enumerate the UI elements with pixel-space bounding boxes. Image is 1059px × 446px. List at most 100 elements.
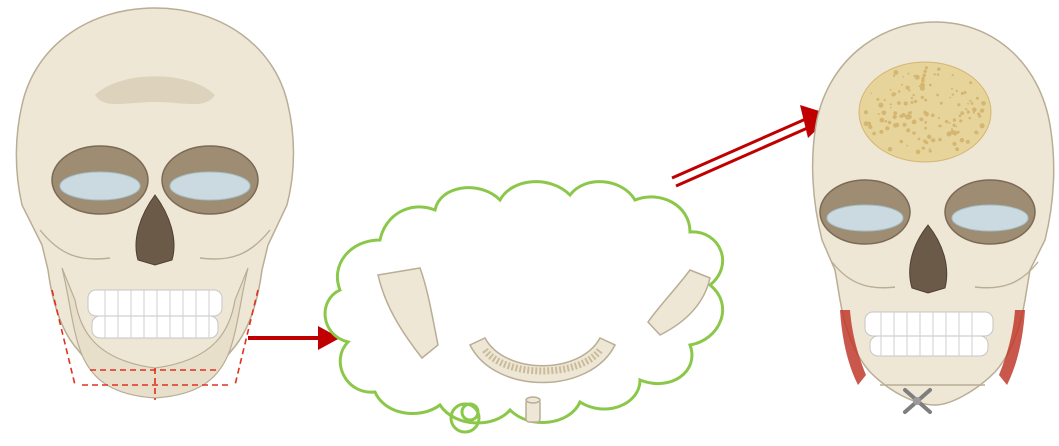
graft-texture-dot — [980, 123, 985, 128]
graft-texture-dot — [969, 81, 972, 84]
graft-texture-dot — [959, 119, 962, 122]
graft-texture-dot — [960, 111, 964, 115]
graft-texture-dot — [923, 111, 926, 114]
graft-texture-dot — [923, 140, 926, 143]
graft-texture-dot — [918, 138, 921, 141]
graft-texture-dot — [906, 145, 908, 147]
bone-graft-left-piece — [378, 268, 438, 358]
graft-texture-dot — [893, 115, 897, 119]
graft-texture-dot — [929, 84, 932, 87]
graft-texture-dot — [974, 109, 976, 111]
graft-texture-dot — [924, 99, 927, 102]
graft-texture-dot — [937, 73, 940, 76]
graft-texture-dot — [957, 103, 960, 106]
graft-texture-dot — [969, 100, 971, 102]
graft-texture-dot — [890, 89, 892, 91]
graft-texture-dot — [900, 140, 904, 144]
graft-texture-dot — [893, 123, 898, 128]
right-eye-lens-right — [952, 205, 1028, 231]
graft-texture-dot — [938, 117, 940, 119]
graft-texture-dot — [864, 110, 868, 114]
graft-texture-dot — [957, 131, 960, 134]
graft-texture-dot — [882, 111, 886, 115]
graft-texture-dot — [924, 127, 927, 130]
graft-texture-dot — [948, 122, 950, 124]
graft-texture-dot — [885, 126, 889, 130]
arrow-right-icon — [248, 326, 340, 350]
graft-texture-dot — [938, 125, 941, 128]
graft-texture-dot — [973, 112, 975, 114]
graft-texture-dot — [888, 147, 893, 152]
graft-texture-dot — [920, 83, 925, 88]
graft-texture-dot — [964, 91, 967, 94]
graft-texture-dot — [864, 121, 869, 126]
right-eye-lens-left — [827, 205, 903, 231]
graft-texture-dot — [952, 93, 954, 95]
graft-texture-dot — [878, 113, 880, 115]
graft-texture-dot — [913, 94, 915, 96]
graft-texture-dot — [919, 118, 921, 120]
graft-texture-dot — [908, 73, 910, 75]
bone-graft-right-piece — [648, 270, 710, 335]
graft-texture-dot — [956, 90, 958, 92]
graft-texture-dot — [903, 76, 905, 78]
graft-texture-dot — [967, 103, 969, 105]
graft-texture-dot — [899, 115, 902, 118]
graft-texture-dot — [951, 88, 953, 90]
graft-texture-dot — [897, 101, 901, 105]
graft-texture-dot — [951, 128, 953, 130]
graft-texture-dot — [953, 124, 956, 127]
graft-texture-dot — [912, 131, 915, 134]
graft-texture-dot — [893, 111, 897, 115]
graft-texture-dot — [878, 103, 883, 108]
graft-texture-dot — [968, 117, 971, 120]
graft-texture-dot — [908, 89, 910, 91]
graft-texture-dot — [911, 97, 913, 99]
graft-texture-dot — [872, 132, 876, 136]
graft-texture-dot — [959, 115, 962, 118]
graft-texture-dot — [916, 150, 921, 155]
graft-texture-dot — [914, 100, 917, 103]
graft-texture-dot — [955, 126, 957, 128]
graft-texture-dot — [937, 67, 941, 71]
graft-texture-dot — [931, 139, 933, 141]
graft-texture-dot — [879, 118, 884, 123]
graft-texture-dot — [907, 114, 912, 119]
graft-texture-dot — [885, 120, 888, 123]
graft-texture-dot — [898, 90, 901, 93]
graft-texture-dot — [955, 147, 959, 151]
left-eye-lens-right — [170, 172, 250, 200]
graft-texture-dot — [952, 142, 956, 146]
graft-texture-dot — [976, 97, 979, 100]
graft-texture-dot — [961, 92, 964, 95]
graft-texture-dot — [911, 101, 914, 104]
graft-texture-dot — [971, 102, 974, 105]
graft-texture-dot — [936, 94, 939, 97]
graft-texture-dot — [967, 110, 970, 113]
graft-texture-dot — [925, 66, 928, 69]
graft-texture-dot — [901, 84, 903, 86]
graft-texture-dot — [894, 70, 899, 75]
graft-texture-dot — [890, 103, 892, 105]
graft-texture-dot — [884, 99, 886, 101]
graft-texture-dot — [921, 77, 924, 80]
bone-graft-curved-piece — [470, 338, 615, 383]
graft-texture-dot — [922, 73, 926, 77]
left-skull — [16, 8, 293, 400]
graft-texture-dot — [906, 86, 910, 90]
graft-texture-dot — [919, 85, 921, 87]
graft-texture-dot — [921, 96, 924, 99]
graft-texture-dot — [924, 70, 927, 73]
graft-texture-dot — [952, 74, 954, 76]
graft-texture-dot — [960, 138, 965, 143]
graft-texture-dot — [871, 92, 873, 94]
graft-texture-dot — [978, 115, 981, 118]
graft-texture-dot — [940, 102, 943, 105]
right-skull — [813, 22, 1054, 412]
graft-texture-dot — [908, 112, 911, 115]
graft-texture-dot — [938, 138, 942, 142]
graft-texture-dot — [906, 128, 910, 132]
graft-texture-dot — [947, 132, 952, 137]
graft-texture-dot — [976, 132, 978, 134]
